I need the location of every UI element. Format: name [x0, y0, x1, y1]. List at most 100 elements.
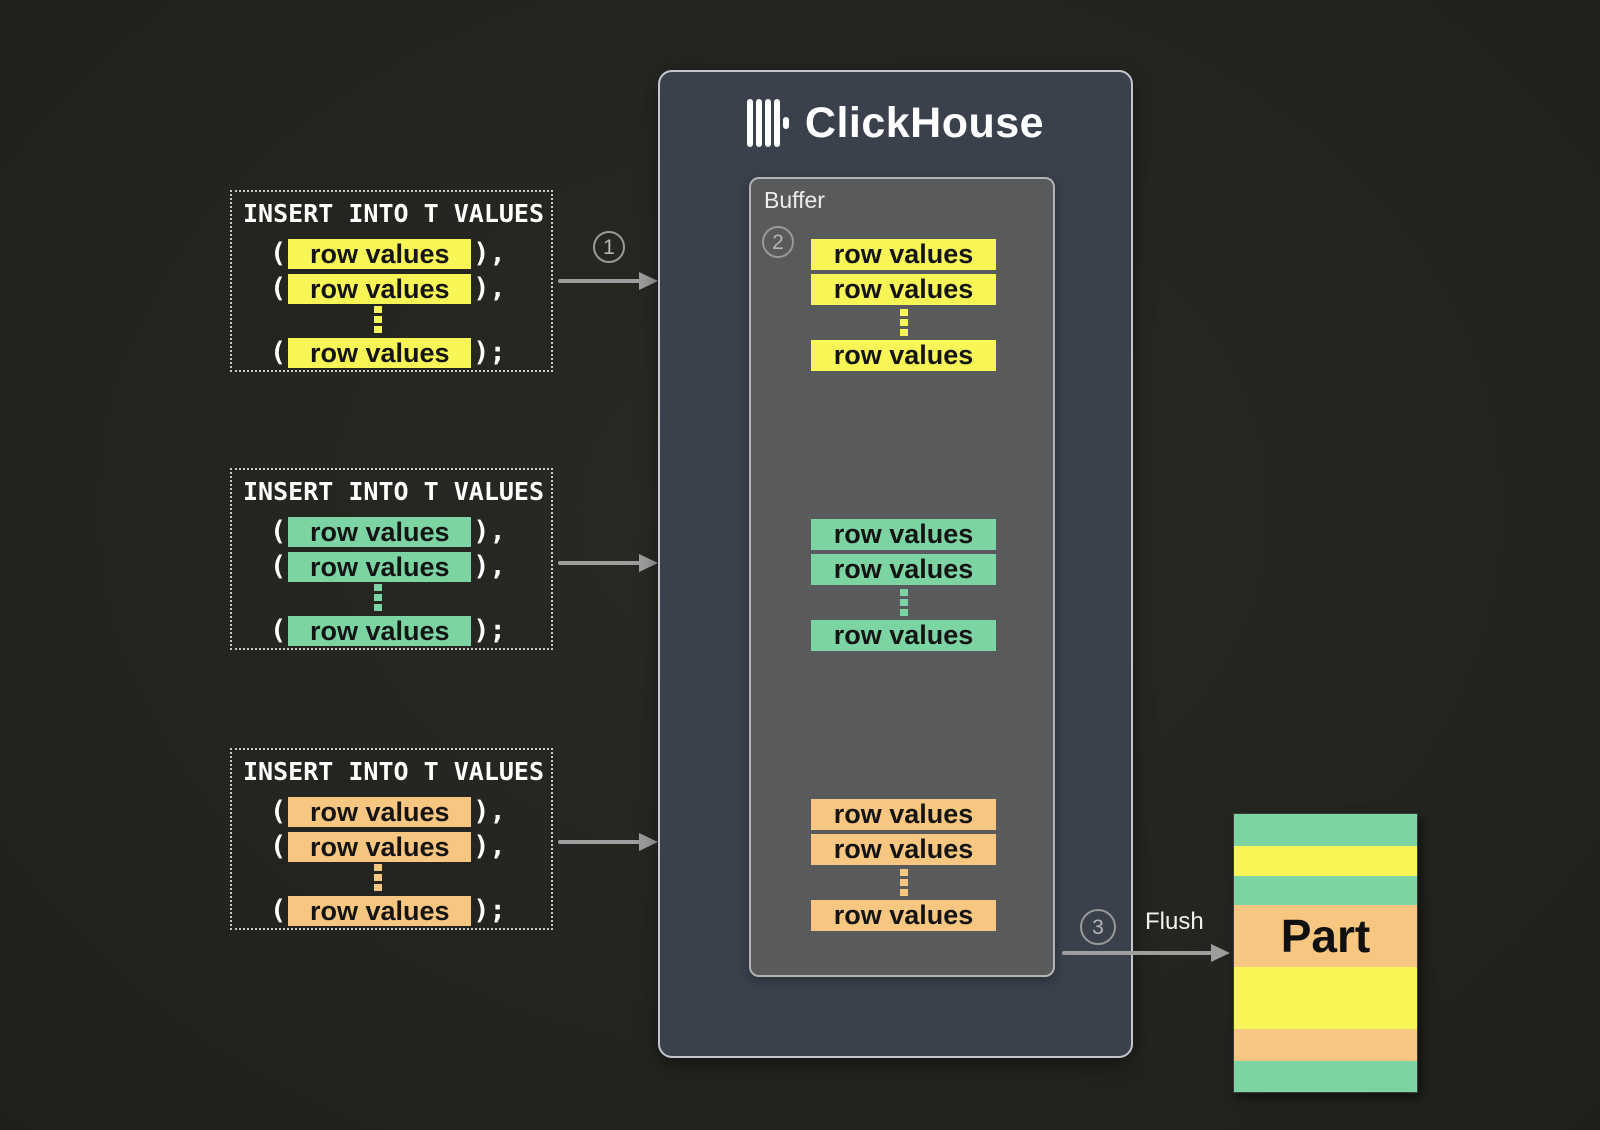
buffer-row-values: row values — [811, 274, 996, 305]
part-label: Part — [1280, 910, 1371, 962]
open-paren: ( — [270, 337, 287, 368]
close-paren-semicolon: ); — [473, 337, 506, 368]
close-paren-semicolon: ); — [473, 895, 506, 926]
row-values-highlight: row values — [288, 274, 472, 304]
close-paren-comma: ), — [473, 516, 506, 547]
step-circle-2: 2 — [762, 226, 794, 258]
ellipsis-dot — [899, 329, 908, 336]
ellipsis-dot — [899, 879, 908, 886]
insert-statement-title: INSERT INTO T VALUES — [243, 477, 545, 506]
ellipsis-dot — [374, 594, 382, 601]
ellipsis-dot — [899, 889, 908, 896]
open-paren: ( — [270, 516, 287, 547]
buffer-row-values: row values — [811, 519, 996, 550]
step-number: 2 — [772, 230, 784, 254]
buffer-row-values: row values — [811, 239, 996, 270]
row-values-highlight: row values — [288, 797, 472, 827]
row-values-highlight: row values — [288, 517, 472, 547]
buffer-row-values: row values — [811, 900, 996, 931]
step-circle-1: 1 — [593, 231, 625, 263]
insert-statement-title: INSERT INTO T VALUES — [243, 199, 545, 228]
buffer-panel: Buffer row values row values row values … — [749, 177, 1055, 977]
insert-statement-title: INSERT INTO T VALUES — [243, 757, 545, 786]
part-box: Part — [1233, 813, 1418, 1093]
insert-row-2: ( row values ), — [268, 832, 551, 862]
ellipsis-dots — [374, 584, 382, 611]
part-stripe — [1234, 846, 1417, 876]
buffer-row-values: row values — [811, 799, 996, 830]
insert-row-last: ( row values ); — [268, 896, 551, 926]
row-values-highlight: row values — [288, 338, 472, 368]
insert-statement-block-3: INSERT INTO T VALUES ( row values ), ( r… — [230, 748, 553, 930]
arrowhead-icon — [639, 833, 658, 851]
close-paren-comma: ), — [473, 831, 506, 862]
buffer-row-values: row values — [811, 834, 996, 865]
part-stripe — [1234, 876, 1417, 905]
insert-row-2: ( row values ), — [268, 274, 551, 304]
step-number: 1 — [603, 235, 615, 259]
ellipsis-dot — [374, 306, 382, 313]
insert-statement-block-1: INSERT INTO T VALUES ( row values ), ( r… — [230, 190, 553, 372]
ellipsis-dot — [899, 309, 908, 316]
clickhouse-wordmark: ClickHouse — [804, 98, 1045, 147]
flush-arrow — [1062, 951, 1212, 955]
part-stripe — [1234, 814, 1417, 846]
close-paren-comma: ), — [473, 551, 506, 582]
close-paren-comma: ), — [473, 238, 506, 269]
open-paren: ( — [270, 238, 287, 269]
insert-statement-block-2: INSERT INTO T VALUES ( row values ), ( r… — [230, 468, 553, 650]
buffer-group-green: row values row values row values — [811, 519, 996, 655]
insert-row-last: ( row values ); — [268, 616, 551, 646]
arrowhead-icon — [639, 272, 658, 290]
ellipsis-dot — [374, 326, 382, 333]
insert-row-2: ( row values ), — [268, 552, 551, 582]
insert-row-1: ( row values ), — [268, 797, 551, 827]
clickhouse-panel: ClickHouse Buffer row values row values … — [658, 70, 1133, 1058]
ellipsis-dot — [899, 589, 908, 596]
part-stripe: Part — [1234, 905, 1417, 967]
flush-label: Flush — [1145, 908, 1204, 935]
step-number: 3 — [1092, 915, 1104, 939]
clickhouse-logo-icon — [746, 99, 789, 147]
clickhouse-logo: ClickHouse — [660, 97, 1131, 149]
arrowhead-icon — [639, 554, 658, 572]
open-paren: ( — [270, 615, 287, 646]
row-values-highlight: row values — [288, 616, 472, 646]
insert-row-last: ( row values ); — [268, 338, 551, 368]
step-circle-3: 3 — [1080, 909, 1116, 945]
buffer-row-values: row values — [811, 620, 996, 651]
ellipsis-dots — [811, 589, 996, 616]
ellipsis-dot — [374, 874, 382, 881]
open-paren: ( — [270, 831, 287, 862]
ellipsis-dot — [899, 869, 908, 876]
open-paren: ( — [270, 551, 287, 582]
open-paren: ( — [270, 273, 287, 304]
part-stripe — [1234, 967, 1417, 1029]
close-paren-comma: ), — [473, 273, 506, 304]
part-stripe — [1234, 1061, 1417, 1092]
row-values-highlight: row values — [288, 896, 472, 926]
buffer-group-yellow: row values row values row values — [811, 239, 996, 375]
arrow-insert-2 — [558, 561, 640, 565]
buffer-row-values: row values — [811, 340, 996, 371]
part-stripe — [1234, 1029, 1417, 1061]
row-values-highlight: row values — [288, 832, 472, 862]
ellipsis-dots — [811, 869, 996, 896]
ellipsis-dot — [374, 316, 382, 323]
ellipsis-dot — [374, 584, 382, 591]
ellipsis-dot — [374, 884, 382, 891]
buffer-group-orange: row values row values row values — [811, 799, 996, 935]
buffer-row-values: row values — [811, 554, 996, 585]
close-paren-semicolon: ); — [473, 615, 506, 646]
open-paren: ( — [270, 895, 287, 926]
arrow-insert-1 — [558, 279, 640, 283]
insert-row-1: ( row values ), — [268, 517, 551, 547]
ellipsis-dots — [811, 309, 996, 336]
row-values-highlight: row values — [288, 239, 472, 269]
arrow-insert-3 — [558, 840, 640, 844]
ellipsis-dot — [899, 319, 908, 326]
open-paren: ( — [270, 796, 287, 827]
ellipsis-dots — [374, 306, 382, 333]
ellipsis-dot — [899, 599, 908, 606]
